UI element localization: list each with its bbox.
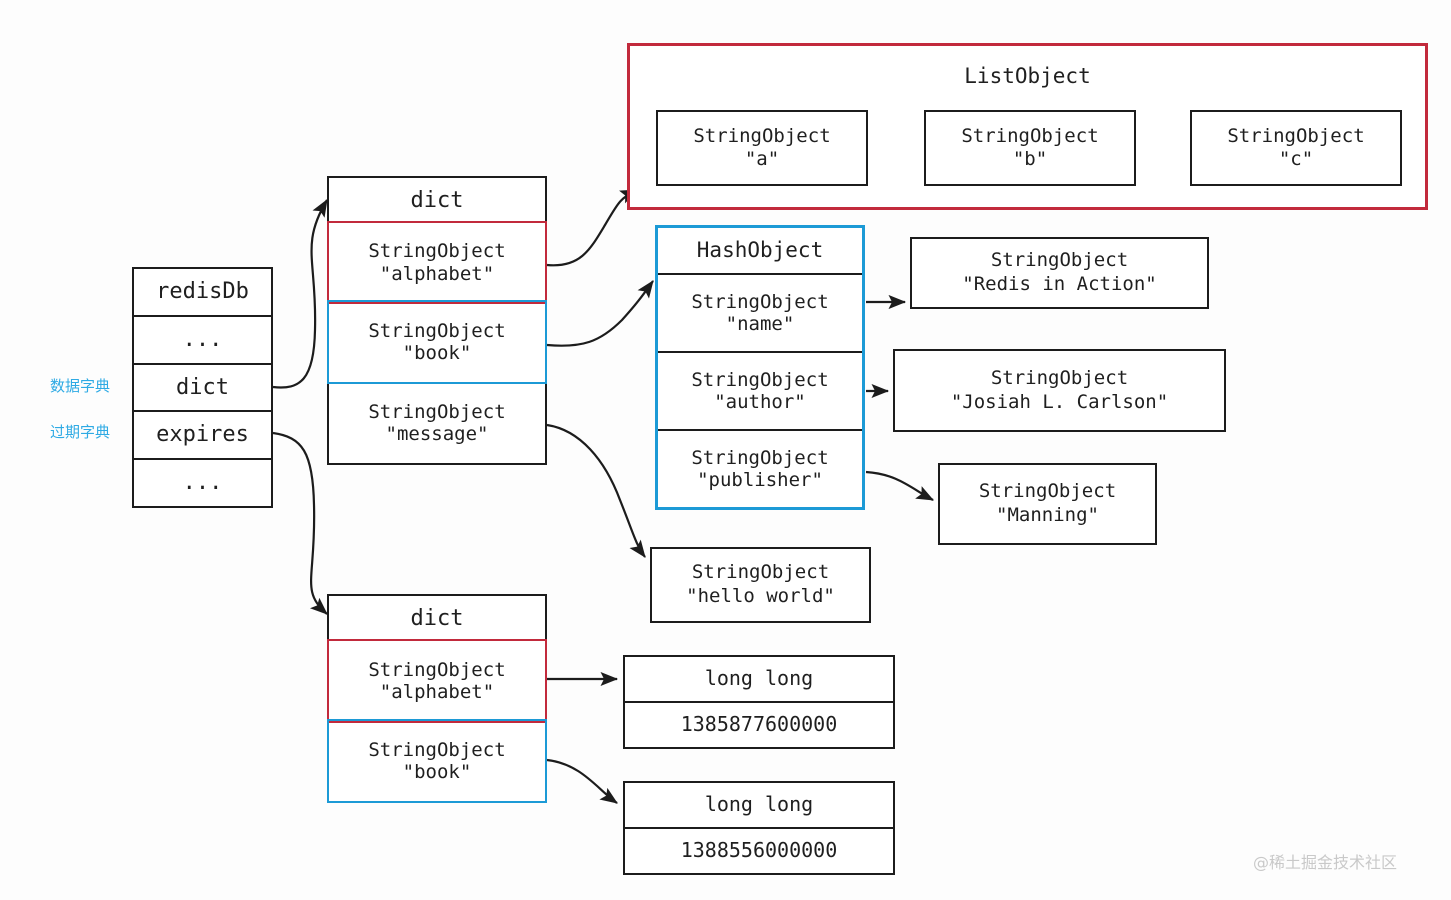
hash-object-struct: HashObject StringObject "name" StringObj… [655,225,865,510]
value-box-message: StringObject "hello world" [650,547,871,623]
value-box-publisher: StringObject "Manning" [938,463,1157,545]
list-node-c: StringObject "c" [1190,110,1402,186]
data-dict-entry-book-text: StringObject "book" [368,319,506,364]
redisdb-row-title: redisDb [156,278,249,304]
annotation-data-dict: 数据字典 [50,377,111,395]
arrow-redisdb-expires-to-expires-dict [272,431,328,615]
expire-value-box-book: long long 1388556000000 [623,781,895,875]
expires-dict-entry-book-text: StringObject "book" [368,738,506,783]
arrow-message-to-hello-world [546,423,646,558]
watermark: @稀土掘金技术社区 [1253,853,1398,872]
data-dict-entry-alphabet: StringObject "alphabet" [327,221,547,305]
arrow-publisher-to-value [865,470,934,501]
arrow-redisdb-dict-to-data-dict [272,199,328,389]
data-dict-entry-message-text: StringObject "message" [368,400,506,446]
expires-dict-entry-alphabet: StringObject "alphabet" [327,639,547,723]
expire-value-box-alphabet: long long 1385877600000 [623,655,895,749]
hash-object-field-author: StringObject "author" [658,351,862,429]
data-dict-entry-message: StringObject "message" [329,381,545,463]
redisdb-row-dict: dict [134,362,271,411]
arrow-expires-book-to-ll1 [546,758,618,804]
list-node-a: StringObject "a" [656,110,868,186]
data-dict-entry-book: StringObject "book" [327,300,547,384]
list-node-b: StringObject "b" [924,110,1136,186]
expire-value-type-book: long long [704,792,814,817]
annotation-expires-dict: 过期字典 [50,423,111,441]
expires-dict-struct: dict StringObject "alphabet" StringObjec… [327,594,547,803]
data-dict-entry-alphabet-text: StringObject "alphabet" [368,240,506,285]
expire-value-type-alphabet: long long [704,666,814,691]
arrow-book-to-hashobject [546,280,654,347]
redisdb-row-ellipsis-bottom: ... [134,458,271,506]
value-box-name: StringObject "Redis in Action" [910,237,1209,309]
value-box-author: StringObject "Josiah L. Carlson" [893,349,1226,432]
hash-object-header: HashObject [696,238,824,263]
expires-dict-header: dict [410,605,464,631]
expires-dict-entry-alphabet-text: StringObject "alphabet" [368,658,506,703]
hash-object-field-name: StringObject "name" [658,273,862,351]
expires-dict-entry-book: StringObject "book" [327,719,547,803]
data-dict-header: dict [410,187,464,213]
redisdb-row-ellipsis-top: ... [134,314,271,363]
arrow-alphabet-to-listobject [546,189,638,267]
redisdb-row-expires: expires [134,410,271,458]
list-object-container: ListObject StringObject "a" StringObject… [627,43,1428,210]
redisdb-struct: redisDb ... dict expires ... [132,267,273,508]
hash-object-field-publisher: StringObject "publisher" [658,429,862,507]
expire-value-number-alphabet: 1385877600000 [625,701,893,747]
expire-value-number-book: 1388556000000 [625,827,893,873]
data-dict-struct: dict StringObject "alphabet" StringObjec… [327,176,547,465]
list-object-title: ListObject [964,64,1091,88]
